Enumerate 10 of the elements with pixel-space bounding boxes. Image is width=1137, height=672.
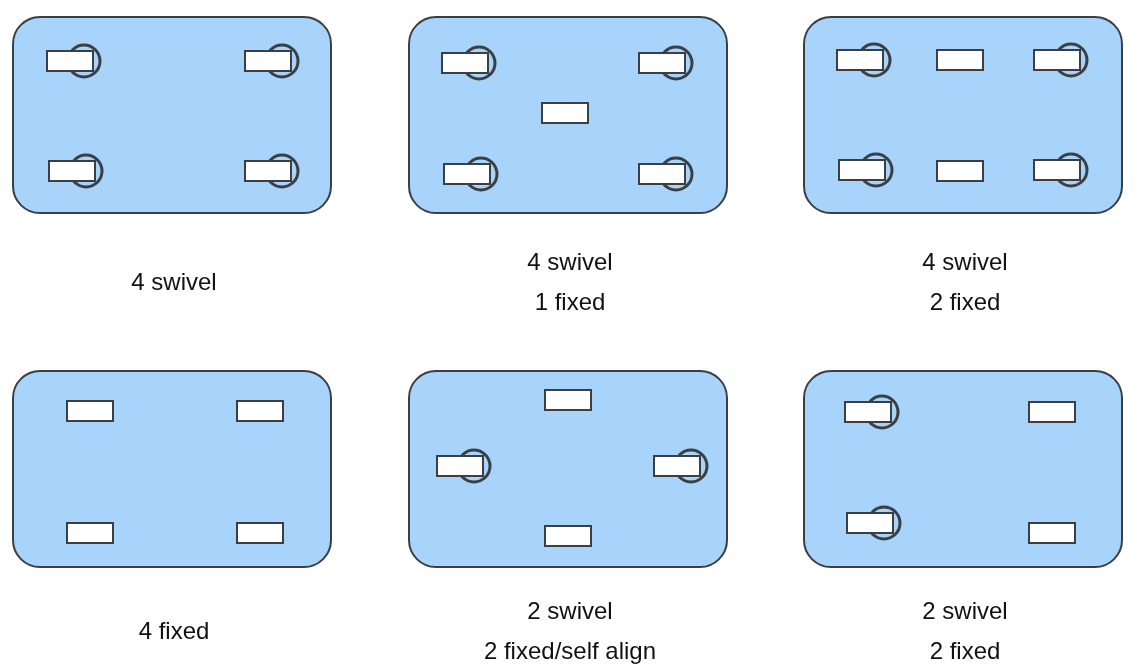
caption-text: 2 fixed	[929, 287, 1001, 317]
caption-text: 2 fixed	[929, 636, 1001, 666]
caption-text: 4 swivel	[131, 267, 217, 297]
caption-text: 2 swivel	[922, 596, 1008, 626]
caption-text: 2 fixed/self align	[483, 636, 657, 666]
caption-text: 4 swivel	[922, 247, 1008, 277]
caption-text: 4 fixed	[138, 616, 210, 646]
caption-text: 1 fixed	[534, 287, 606, 317]
caption-text: 4 swivel	[527, 247, 613, 277]
caption-text: 2 swivel	[527, 596, 613, 626]
